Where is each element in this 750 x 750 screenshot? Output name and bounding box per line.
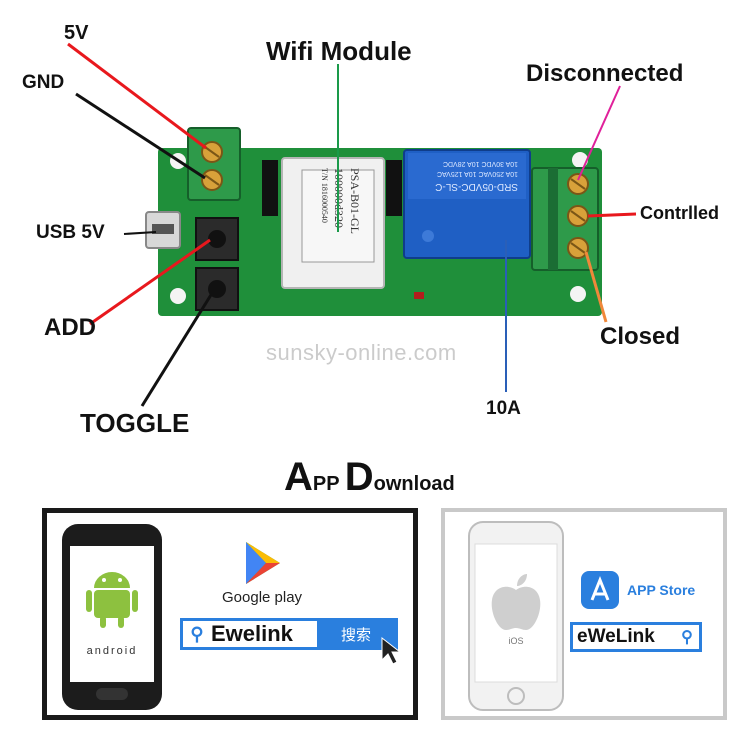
google-play-label: Google play [222, 589, 303, 606]
ios-label: iOS [508, 636, 523, 646]
apple-logo-icon [491, 574, 541, 630]
android-phone: android [62, 524, 162, 710]
relay-board-illustration: PSA-B01-GL 100000d320 T/N 1816000540 SRD… [67, 42, 637, 407]
label-5v: 5V [64, 22, 89, 44]
watermark: sunsky-online.com [266, 340, 457, 365]
google-play-search-term: Ewelink [211, 621, 293, 646]
mount-hole [572, 152, 588, 168]
add-button-component [195, 217, 239, 261]
android-logo-text: android [87, 645, 138, 657]
search-icon: ⚲ [190, 623, 204, 644]
app-download-title: APP Download [284, 455, 455, 500]
callout-gnd [75, 92, 206, 180]
relay-component: SRD-05VDC-SL-C 10A 250VAC 10A 125VAC 10A… [403, 149, 531, 259]
header-pins [262, 160, 402, 216]
title-part: PP [312, 473, 345, 495]
module-text-1: PSA-B01-GL [348, 168, 362, 234]
search-icon: ⚲ [681, 629, 693, 646]
label-toggle: TOGGLE [80, 408, 190, 438]
callout-controlled [587, 212, 637, 218]
label-add: ADD [44, 314, 96, 341]
app-store-label: APP Store [627, 582, 696, 598]
callout-5v [67, 42, 207, 150]
label-closed: Closed [600, 323, 681, 350]
title-part: A [284, 455, 313, 499]
callout-disconnected [577, 85, 621, 181]
title-part: D [344, 455, 374, 499]
label-10a: 10A [486, 398, 521, 419]
app-store-search-bar[interactable]: eWeLink ⚲ [570, 622, 702, 652]
callout-toggle [140, 289, 216, 407]
callout-closed [584, 251, 608, 323]
mount-hole [170, 288, 186, 304]
app-store-icon [581, 571, 619, 609]
led [414, 292, 424, 299]
mount-hole [570, 286, 586, 302]
relay-text-3: 10A 30VDC 10A 28VDC [443, 160, 518, 167]
toggle-button-component [195, 267, 239, 311]
callout-add [89, 238, 211, 326]
label-wifi-module: Wifi Module [266, 36, 412, 66]
title-part: ownload [373, 473, 455, 495]
module-text-3: T/N 1816000540 [320, 168, 329, 223]
app-store-search-term: eWeLink [577, 626, 655, 647]
wifi-module-component: PSA-B01-GL 100000d320 T/N 1816000540 [281, 157, 385, 289]
relay-text-1: SRD-05VDC-SL-C [435, 181, 518, 192]
label-usb-5v: USB 5V [36, 222, 105, 243]
label-disconnected: Disconnected [526, 60, 684, 87]
relay-text-2: 10A 250VAC 10A 125VAC [437, 170, 518, 177]
google-play-search-bar[interactable]: ⚲ Ewelink 搜索 [180, 618, 398, 650]
label-gnd: GND [22, 72, 65, 93]
cursor-arrow-icon [381, 636, 402, 665]
android-robot-icon [86, 572, 138, 628]
callout-usb [123, 231, 157, 235]
google-play-icon [246, 542, 280, 584]
label-controlled: Contrlled [640, 203, 719, 223]
iphone: iOS [468, 521, 564, 711]
relay-terminal-block [531, 167, 599, 271]
